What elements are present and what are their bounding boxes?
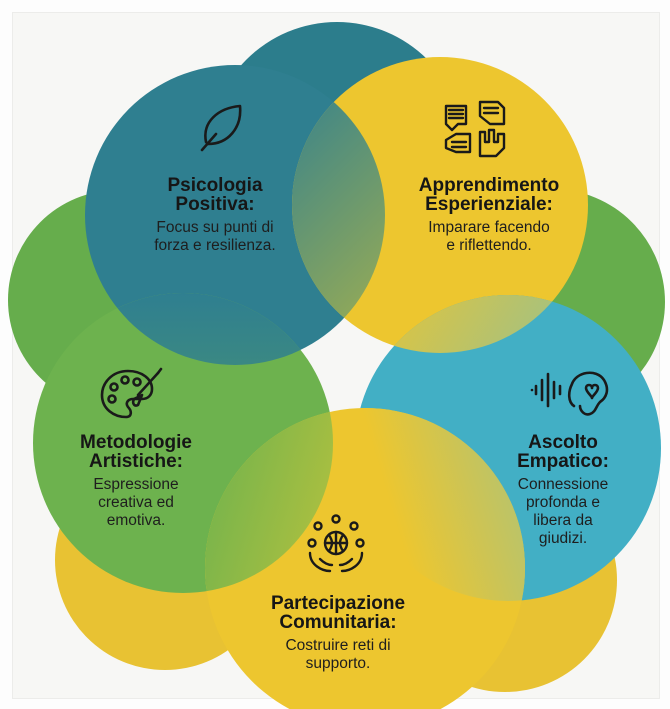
desc-line: creativa ed xyxy=(98,494,174,511)
title-line: Psicologia xyxy=(167,175,263,196)
section-psicologia-positiva: Psicologia Positiva: Focus su punti di f… xyxy=(132,176,298,255)
section-description: Focus su punti di forza e resilienza. xyxy=(132,219,298,255)
desc-line: forza e resilienza. xyxy=(154,237,276,254)
title-line: Ascolto xyxy=(528,432,598,453)
title-line: Empatico: xyxy=(517,451,609,472)
section-title: Partecipazione Comunitaria: xyxy=(248,594,428,632)
section-description: Imparare facendo e riflettendo. xyxy=(394,219,584,255)
section-ascolto-empatico: Ascolto Empatico: Connessione profonda e… xyxy=(492,433,634,548)
desc-line: Connessione xyxy=(517,476,609,493)
community-globe-icon xyxy=(307,514,365,573)
section-title: Psicologia Positiva: xyxy=(132,176,298,214)
section-partecipazione-comunitaria: Partecipazione Comunitaria: Costruire re… xyxy=(248,594,428,673)
desc-line: e riflettendo. xyxy=(446,237,532,254)
palette-icon xyxy=(100,367,163,419)
desc-line: emotiva. xyxy=(106,512,166,529)
title-line: Comunitaria: xyxy=(279,612,397,633)
ear-heart-icon xyxy=(530,371,609,416)
title-line: Metodologie xyxy=(80,432,192,453)
desc-line: supporto. xyxy=(305,655,371,672)
desc-line: Imparare facendo xyxy=(428,219,550,236)
title-line: Artistiche: xyxy=(89,451,183,472)
section-apprendimento-esperienziale: Apprendimento Esperienziale: Imparare fa… xyxy=(394,176,584,255)
section-title: Metodologie Artistiche: xyxy=(54,433,218,471)
hands-circle-icon xyxy=(444,100,506,158)
desc-line: giudizi. xyxy=(538,530,588,547)
desc-line: profonda e xyxy=(525,494,601,511)
desc-line: Espressione xyxy=(93,476,179,493)
desc-line: Costruire reti di xyxy=(285,637,391,654)
title-line: Apprendimento xyxy=(418,175,560,196)
leaf-icon xyxy=(200,104,242,152)
title-line: Partecipazione xyxy=(270,593,406,614)
section-description: Costruire reti di supporto. xyxy=(248,637,428,673)
section-description: Espressione creativa ed emotiva. xyxy=(54,476,218,530)
section-metodologie-artistiche: Metodologie Artistiche: Espressione crea… xyxy=(54,433,218,530)
overlap-green-yellow xyxy=(205,408,333,593)
desc-line: libera da xyxy=(533,512,593,529)
section-description: Connessione profonda e libera da giudizi… xyxy=(492,476,634,548)
desc-line: Focus su punti di xyxy=(156,219,274,236)
section-title: Ascolto Empatico: xyxy=(492,433,634,471)
title-line: Positiva: xyxy=(175,194,255,215)
title-line: Esperienziale: xyxy=(425,194,553,215)
section-title: Apprendimento Esperienziale: xyxy=(394,176,584,214)
